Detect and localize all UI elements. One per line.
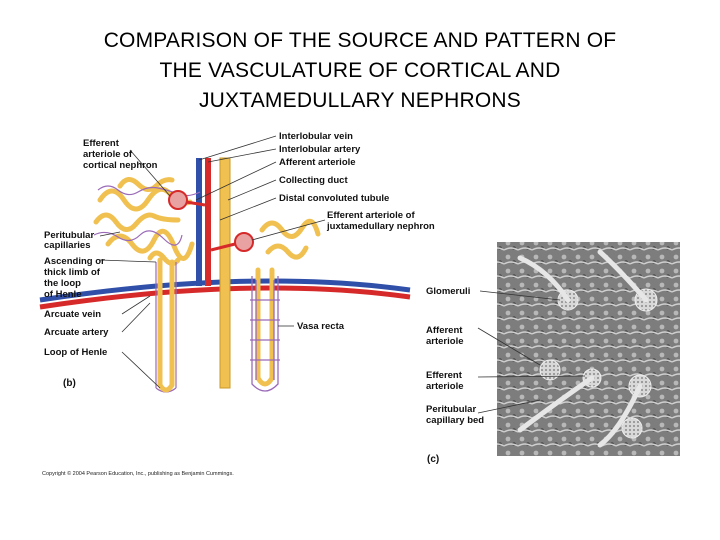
panel-b-illustration: Efferent arteriole of cortical nephron P… <box>40 131 435 392</box>
label-arcuate-artery: Arcuate artery <box>44 327 109 338</box>
label-ascending-3: the loop <box>44 278 81 289</box>
cortical-loop-bottom <box>160 385 172 390</box>
label-efferent-juxta-1: Efferent arteriole of <box>327 210 415 221</box>
leader-ascending <box>100 260 156 262</box>
label-glomeruli: Glomeruli <box>426 286 470 297</box>
label-arcuate-vein: Arcuate vein <box>44 309 101 320</box>
label-efferent-cortical-2: arteriole of <box>83 149 133 160</box>
label-ascending-1: Ascending or <box>44 256 105 267</box>
label-efferent-cortical-3: cortical nephron <box>83 160 158 171</box>
label-afferent-arteriole: Afferent arteriole <box>279 157 356 168</box>
label-efferent-juxta-2: juxtamedullary nephron <box>326 221 435 232</box>
label-peritubular-2: capillaries <box>44 240 90 251</box>
panel-c-tag: (c) <box>427 454 439 465</box>
interlobular-artery <box>205 158 211 286</box>
label-distal-tubule: Distal convoluted tubule <box>279 193 389 204</box>
cortical-glomerulus <box>169 191 187 209</box>
interlobular-vein <box>196 158 202 286</box>
vasa-recta <box>250 276 280 391</box>
juxta-loop-bottom <box>258 378 272 384</box>
label-ascending-2: thick limb of <box>44 267 101 278</box>
label-interlobular-vein: Interlobular vein <box>279 131 353 142</box>
leader-interlobular-artery <box>208 149 276 162</box>
label-efferent-cortical-1: Efferent <box>83 138 120 149</box>
label-ascending-4: of Henle <box>44 289 81 300</box>
label-interlobular-artery: Interlobular artery <box>279 144 361 155</box>
label-afferent-c-1: Afferent <box>426 325 463 336</box>
label-efferent-c-1: Efferent <box>426 370 463 381</box>
label-peritubular-bed-2: capillary bed <box>426 415 484 426</box>
panel-b-tag: (b) <box>63 378 76 389</box>
label-collecting-duct: Collecting duct <box>279 175 348 186</box>
juxta-glomerulus <box>235 233 253 251</box>
label-peritubular-bed-1: Peritubular <box>426 404 476 415</box>
leader-collecting-duct <box>228 180 276 200</box>
label-efferent-c-2: arteriole <box>426 381 464 392</box>
panel-c-micrograph: Glomeruli Afferent arteriole Efferent ar… <box>426 242 680 465</box>
collecting-duct <box>220 158 230 388</box>
label-vasa-recta: Vasa recta <box>297 321 345 332</box>
copyright-note: Copyright © 2004 Pearson Education, Inc.… <box>42 470 234 477</box>
label-afferent-c-2: arteriole <box>426 336 464 347</box>
leader-arcuate-artery <box>122 303 150 332</box>
label-loop-of-henle: Loop of Henle <box>44 347 107 358</box>
leader-loop-henle <box>122 352 160 388</box>
leader-arcuate-vein <box>122 296 150 314</box>
